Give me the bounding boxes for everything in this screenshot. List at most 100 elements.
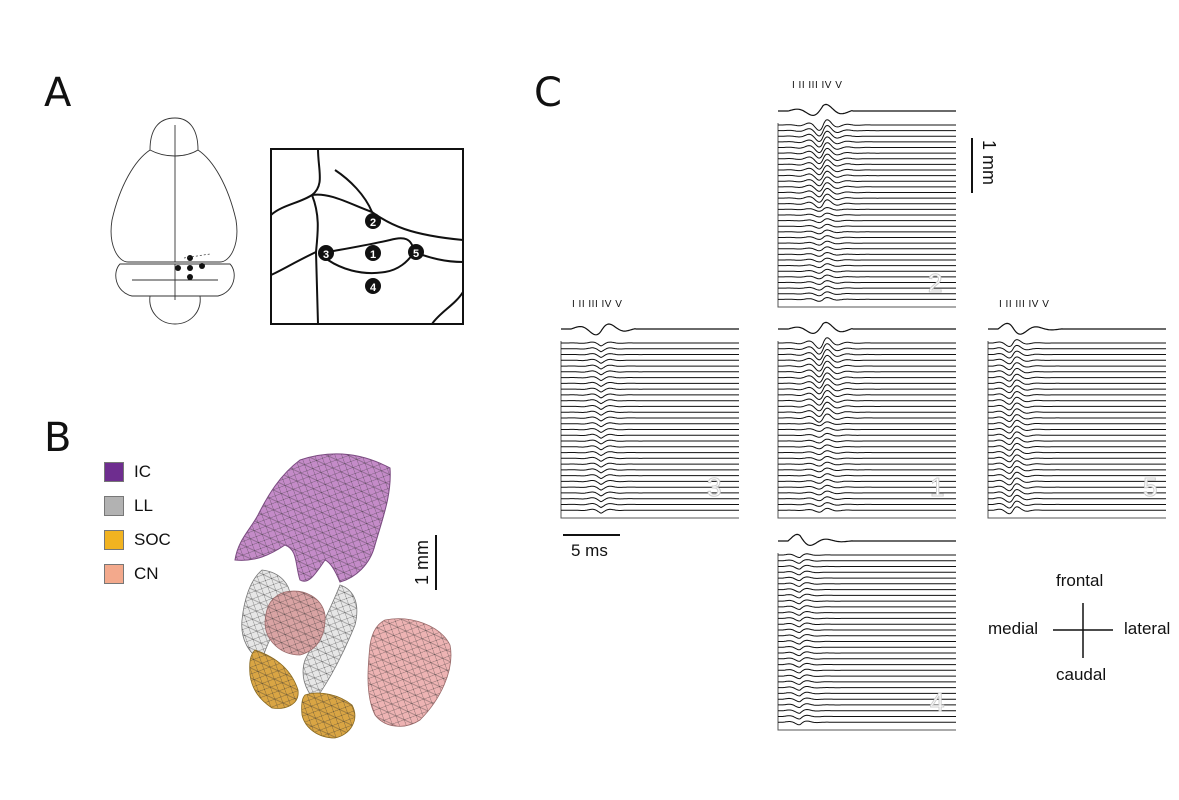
brain-outline [110,117,238,325]
channel-trace [778,251,956,257]
channel-trace [561,399,739,405]
channel-trace [561,508,739,514]
legend-swatch-ic [104,462,124,482]
channel-trace [778,645,956,651]
channel-trace [988,425,1166,434]
channel-trace [561,376,739,382]
channel-trace [778,456,956,461]
legend-label: SOC [134,530,171,549]
channel-trace [778,124,956,137]
legend-item-ic: IC [104,455,171,489]
channel-trace [988,442,1166,451]
channel-trace [778,610,956,616]
channel-trace [561,416,739,422]
legend-swatch-cn [104,564,124,584]
channel-trace [561,439,739,445]
channel-trace [988,385,1166,394]
average-trace [561,323,739,336]
channel-trace [988,477,1166,486]
channel-trace [778,296,956,302]
channel-trace [561,370,739,376]
channel-trace [778,576,956,582]
scale-label-c-time: 5 ms [571,541,608,560]
channel-trace [778,268,956,274]
site-marker-1: 1 [370,249,376,261]
channel-trace [561,462,739,468]
channel-trace [561,468,739,474]
channel-trace [778,229,956,235]
channel-trace [988,367,1166,376]
legend-swatch-ll [104,496,124,516]
channel-trace [778,553,956,558]
scale-label-b: 1 mm [412,540,432,585]
legend-swatch-soc [104,530,124,550]
channel-trace [778,432,956,438]
channel-trace [778,473,956,479]
channel-trace [778,639,956,645]
channel-trace [988,454,1166,463]
channel-trace [778,703,956,709]
channel-trace [988,339,1166,348]
wave-label-3: I II III IV V [572,299,623,310]
recording-dots [175,255,205,280]
channel-trace [778,280,956,285]
wave-label-5: I II III IV V [999,299,1050,310]
mesh-soc [249,649,356,739]
channel-trace [988,350,1166,359]
trace-axis [777,123,956,308]
channel-trace [561,387,739,393]
channel-trace [778,413,956,423]
channel-trace [778,622,956,628]
trace-stack-site-1 [777,321,956,519]
channel-trace [561,404,739,410]
site-number-5: 5 [1142,472,1158,503]
channel-trace [561,491,739,497]
channel-trace [988,500,1166,509]
site-marker-3: 3 [323,249,329,261]
channel-trace [988,419,1166,428]
channel-trace [988,402,1166,411]
channel-trace [778,193,956,203]
channel-trace [778,599,956,605]
channel-trace [778,337,956,349]
site-number-1: 1 [929,472,945,503]
channel-trace [561,358,739,364]
channel-trace [561,474,739,480]
channel-trace [778,343,956,355]
legend-label: IC [134,462,151,481]
channel-trace [778,389,956,401]
channel-trace [561,428,739,434]
channel-trace [561,433,739,439]
trace-stack-site-5 [987,322,1166,519]
site-number-4: 4 [929,687,945,718]
channel-trace [778,384,956,395]
channel-trace [988,448,1166,457]
orientation-frontal: frontal [1056,571,1104,590]
channel-trace [778,366,956,378]
channel-trace [988,408,1166,417]
channel-trace [778,372,956,384]
channel-trace [778,401,956,412]
channel-trace [561,485,739,491]
channel-trace [561,480,739,485]
trace-axis [777,553,956,731]
channel-trace [561,381,739,387]
channel-trace [778,348,956,361]
channel-trace [561,410,739,416]
legend-item-cn: CN [104,557,171,591]
channel-trace [778,212,956,218]
channel-trace [988,488,1166,497]
channel-trace [778,587,956,593]
orientation-cross [1053,603,1113,658]
channel-trace [778,697,956,703]
channel-trace [778,291,956,297]
channel-trace [778,136,956,148]
panel-label-b: B [44,415,72,461]
average-trace [778,533,956,547]
channel-trace [778,218,956,224]
trace-stack-site-3 [560,323,739,519]
channel-trace [561,347,739,353]
channel-trace [778,240,956,246]
channel-trace [778,461,956,467]
channel-trace [778,354,956,367]
